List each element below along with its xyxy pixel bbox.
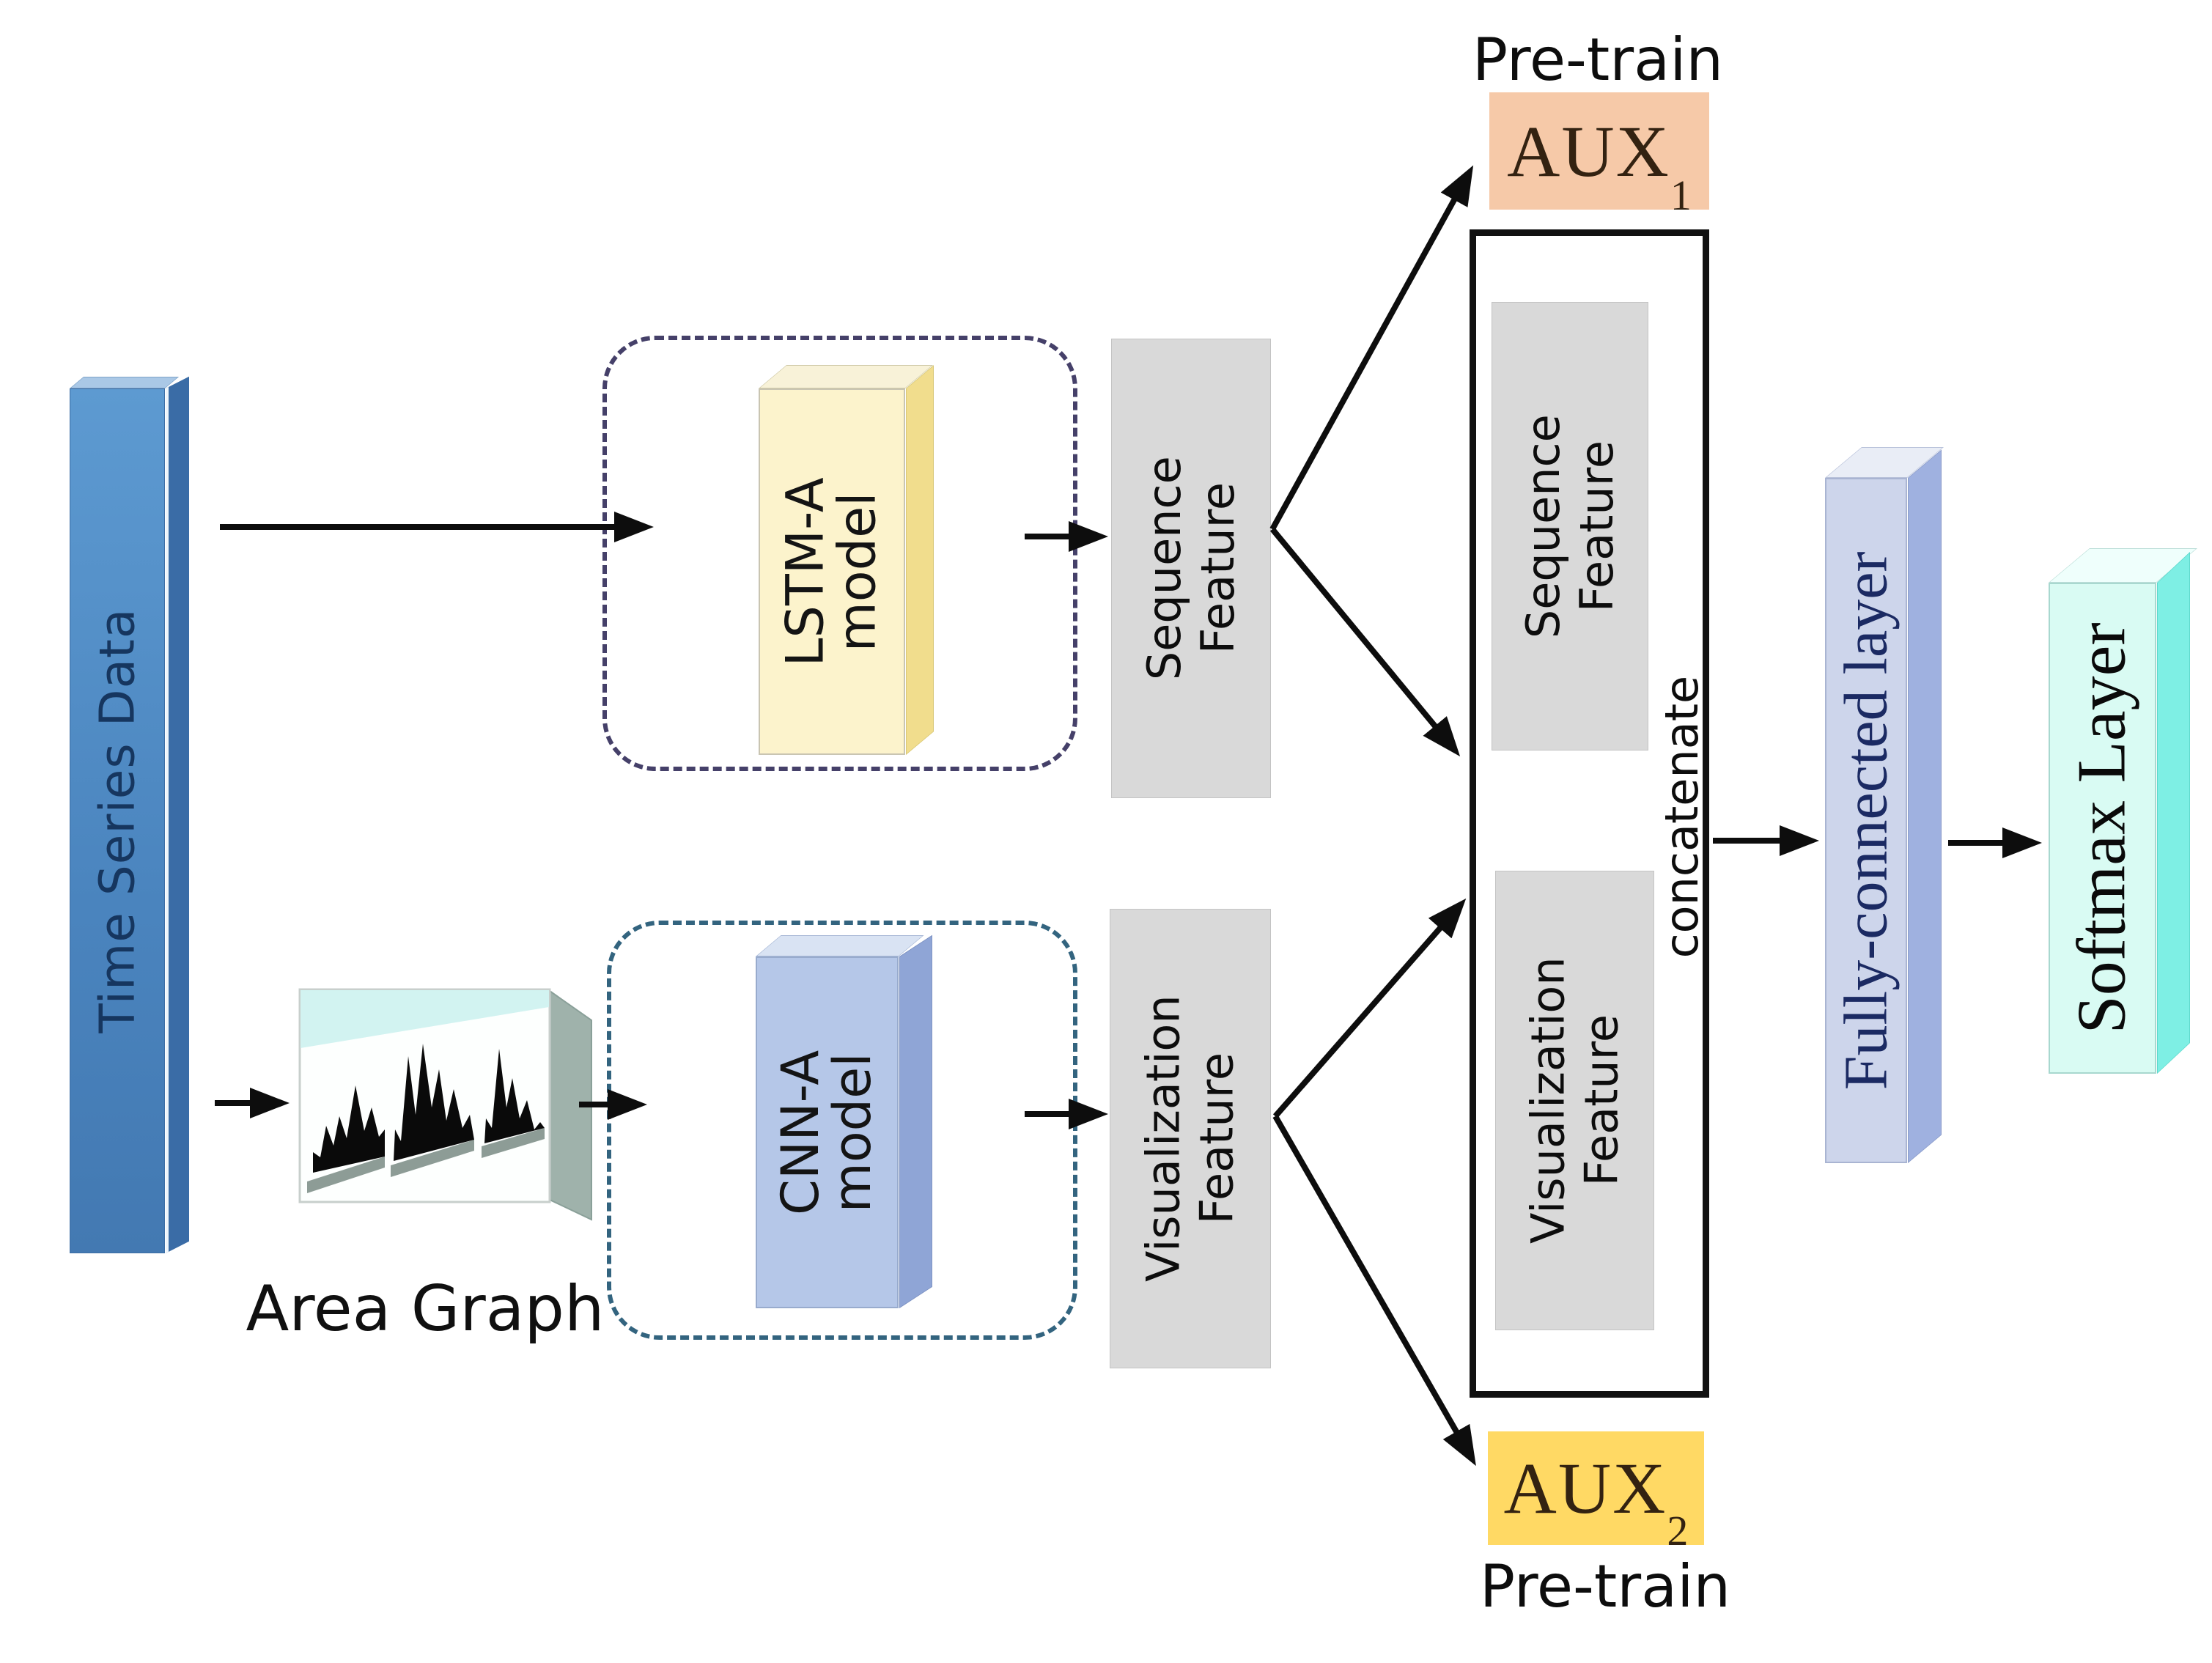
pretrain-top-label: Pre-train bbox=[1472, 26, 1724, 94]
area-graph-side-face bbox=[549, 989, 592, 1221]
cnn-label-line1: CNN-A bbox=[770, 1050, 831, 1215]
sequence-label-line1: Sequence bbox=[1137, 456, 1191, 681]
area-graph-label: Area Graph bbox=[246, 1272, 605, 1346]
visualization-label-line1: Visualization bbox=[1136, 995, 1190, 1283]
area-chart-3 bbox=[484, 1049, 545, 1143]
lstm-dashed-container bbox=[602, 336, 1077, 771]
lstm-label-line1: LSTM-A bbox=[775, 476, 836, 667]
arrow-visualization-to-aux2 bbox=[1272, 1115, 1476, 1467]
softmax-layer-bar: Softmax Layer bbox=[2049, 548, 2198, 1083]
time-series-bar-side-face bbox=[166, 376, 189, 1253]
area-graph-sky bbox=[301, 990, 549, 1048]
concat-sequence-label-line1: Sequence bbox=[1516, 414, 1570, 638]
area-chart-shadow-3 bbox=[482, 1128, 545, 1158]
fully-connected-layer-label: Fully-connected layer bbox=[1832, 551, 1901, 1090]
lstm-box-top-face bbox=[759, 365, 934, 388]
cnn-box-side-face bbox=[899, 934, 932, 1308]
lstm-label-line2: model bbox=[827, 492, 888, 652]
softmax-bar-side-face bbox=[2157, 552, 2190, 1074]
aux1-box: AUX 1 bbox=[1489, 92, 1709, 219]
aux1-label: AUX bbox=[1507, 110, 1670, 192]
area-chart-shadow-1 bbox=[307, 1157, 385, 1193]
time-series-data-bar: Time Series Data bbox=[70, 376, 194, 1256]
fully-connected-layer-bar: Fully-connected layer bbox=[1825, 447, 1946, 1173]
time-series-bar-face: Time Series Data bbox=[70, 388, 165, 1253]
area-chart-shadow-2 bbox=[391, 1140, 474, 1177]
area-chart-2 bbox=[394, 1044, 474, 1161]
lstm-box-side-face bbox=[906, 365, 934, 755]
fc-bar-face: Fully-connected layer bbox=[1825, 478, 1907, 1163]
pretrain-bottom-label: Pre-train bbox=[1479, 1552, 1731, 1620]
fc-bar-side-face bbox=[1908, 449, 1942, 1163]
cnn-dashed-container bbox=[607, 921, 1077, 1340]
arrow-sequence-to-aux1 bbox=[1269, 165, 1474, 531]
visualization-label-line2: Feature bbox=[1190, 1052, 1244, 1225]
aux2-label: AUX bbox=[1503, 1448, 1667, 1529]
cnn-box-top-face bbox=[756, 935, 924, 956]
aux2-subscript: 2 bbox=[1667, 1507, 1689, 1555]
concat-sequence-label-line2: Feature bbox=[1570, 440, 1624, 613]
area-graph-thumbnail bbox=[298, 988, 592, 1221]
aux1-subscript: 1 bbox=[1670, 172, 1692, 219]
concatenate-label: concatenate bbox=[1655, 676, 1709, 959]
area-graph-3d-box bbox=[298, 988, 592, 1221]
softmax-layer-label: Softmax Layer bbox=[2063, 622, 2140, 1034]
concatenate-label-wrap: concatenate bbox=[1645, 572, 1719, 1063]
arrow-sequence-to-concatenate bbox=[1269, 527, 1461, 757]
cnn-label-line2: model bbox=[822, 1052, 883, 1212]
area-graph-charts bbox=[307, 1044, 545, 1193]
aux2-box: AUX 2 bbox=[1488, 1431, 1704, 1555]
time-series-data-label: Time Series Data bbox=[89, 608, 146, 1034]
time-series-bar-top-face bbox=[70, 377, 180, 388]
softmax-bar-face: Softmax Layer bbox=[2049, 583, 2156, 1074]
area-chart-1 bbox=[313, 1085, 385, 1173]
arrow-visualization-to-concatenate bbox=[1272, 898, 1467, 1118]
concat-visualization-label-line2: Feature bbox=[1574, 1014, 1629, 1187]
sequence-label-line2: Feature bbox=[1191, 482, 1245, 654]
concat-visualization-label-line1: Visualization bbox=[1521, 956, 1575, 1245]
